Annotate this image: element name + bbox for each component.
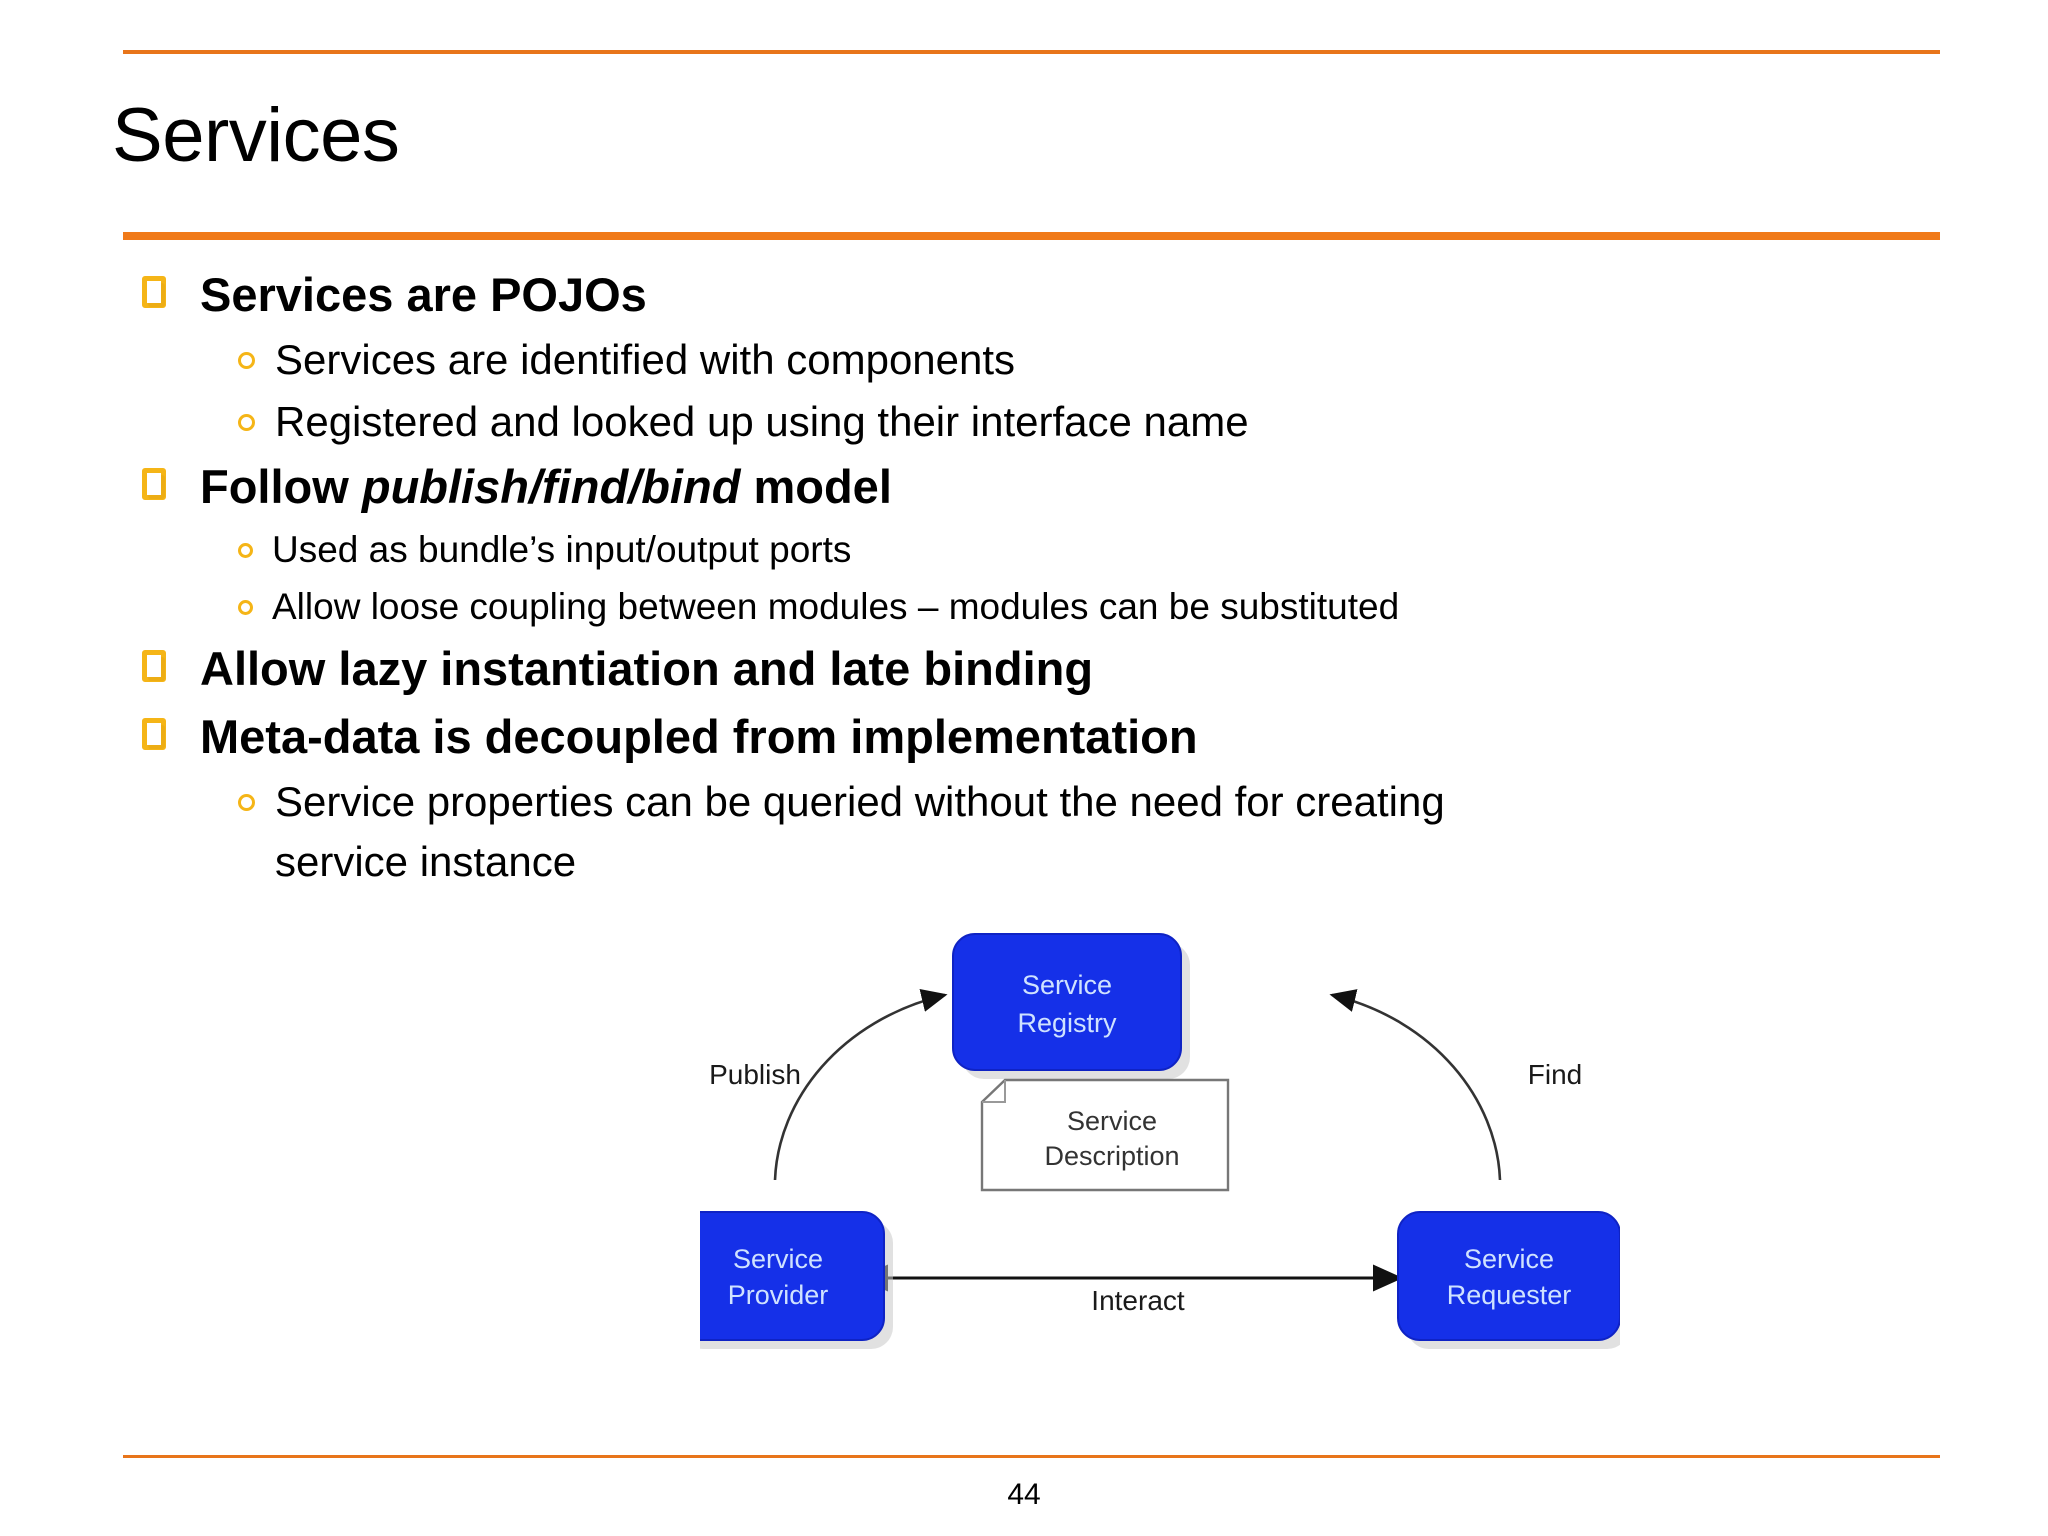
bullet-level1: Follow publish/find/bind model (130, 454, 1960, 520)
page-title: Services (112, 93, 400, 178)
square-bullet-icon (142, 276, 166, 308)
bullet-text: Registered and looked up using their int… (275, 398, 1249, 445)
bullet-text-emphasis: publish/find/bind (361, 460, 741, 513)
circle-bullet-icon (238, 543, 253, 558)
bullet-level2: Used as bundle’s input/output ports (130, 522, 1960, 577)
document-body (980, 1078, 1230, 1192)
publish-arrow (773, 989, 948, 1181)
circle-bullet-icon (238, 414, 255, 431)
publish-find-bind-diagram: Service Registry Service Description Ser… (700, 890, 1620, 1390)
bullet-text: Allow loose coupling between modules – m… (272, 586, 1400, 627)
bullet-level1: Services are POJOs (130, 262, 1960, 328)
node-body (1397, 1211, 1620, 1341)
header-rule-top (123, 50, 1940, 54)
header-rule-bottom (123, 232, 1940, 240)
bullet-level2: Allow loose coupling between modules – m… (130, 579, 1960, 634)
node-label-line1: Service (1022, 970, 1112, 1000)
node-label-line2: Provider (728, 1280, 829, 1310)
edge-label-interact: Interact (1091, 1285, 1185, 1316)
node-label-line2: Registry (1017, 1008, 1117, 1038)
bullet-level2: Service properties can be queried withou… (130, 772, 1960, 892)
node-body (952, 933, 1182, 1071)
node-label-line2: Requester (1447, 1280, 1572, 1310)
edge-label-publish: Publish (709, 1059, 801, 1090)
bullet-text-pre: Follow (200, 460, 362, 513)
bullet-text: Services are identified with components (275, 336, 1016, 383)
bullet-text: Service properties can be queried withou… (275, 778, 1445, 825)
diagram-node-registry[interactable]: Service Registry (952, 933, 1190, 1079)
node-label-line1: Service (733, 1244, 823, 1274)
circle-bullet-icon (238, 794, 255, 811)
document-label-line1: Service (1067, 1106, 1157, 1136)
node-body (700, 1211, 885, 1341)
bullet-level2: Registered and looked up using their int… (130, 392, 1960, 452)
circle-bullet-icon (238, 352, 255, 369)
node-label-line1: Service (1464, 1244, 1554, 1274)
bullet-text-continuation: service instance (275, 838, 577, 885)
bullet-text: Used as bundle’s input/output ports (272, 529, 852, 570)
bullet-text: Services are POJOs (200, 268, 647, 321)
bullet-level1: Meta-data is decoupled from implementati… (130, 704, 1960, 770)
bullet-level1: Allow lazy instantiation and late bindin… (130, 636, 1960, 702)
bullet-text-post: model (740, 460, 892, 513)
diagram-node-provider[interactable]: Service Provider (700, 1211, 893, 1349)
diagram-node-service-description: Service Description (980, 1078, 1230, 1192)
page-number: 44 (1007, 1478, 1041, 1511)
square-bullet-icon (142, 718, 166, 750)
bullet-text: Allow lazy instantiation and late bindin… (200, 642, 1094, 695)
bullet-list: Services are POJOs Services are identifi… (130, 262, 1960, 894)
footer-rule (123, 1455, 1940, 1458)
square-bullet-icon (142, 650, 166, 682)
edge-label-find: Find (1528, 1059, 1582, 1090)
document-fold-icon (982, 1080, 1006, 1103)
document-label-line2: Description (1044, 1141, 1179, 1171)
square-bullet-icon (142, 468, 166, 500)
bullet-level2: Services are identified with components (130, 330, 1960, 390)
bullet-text: Meta-data is decoupled from implementati… (200, 710, 1198, 763)
diagram-node-requester[interactable]: Service Requester (1397, 1211, 1620, 1349)
find-arrow (1329, 989, 1502, 1181)
circle-bullet-icon (238, 600, 253, 615)
